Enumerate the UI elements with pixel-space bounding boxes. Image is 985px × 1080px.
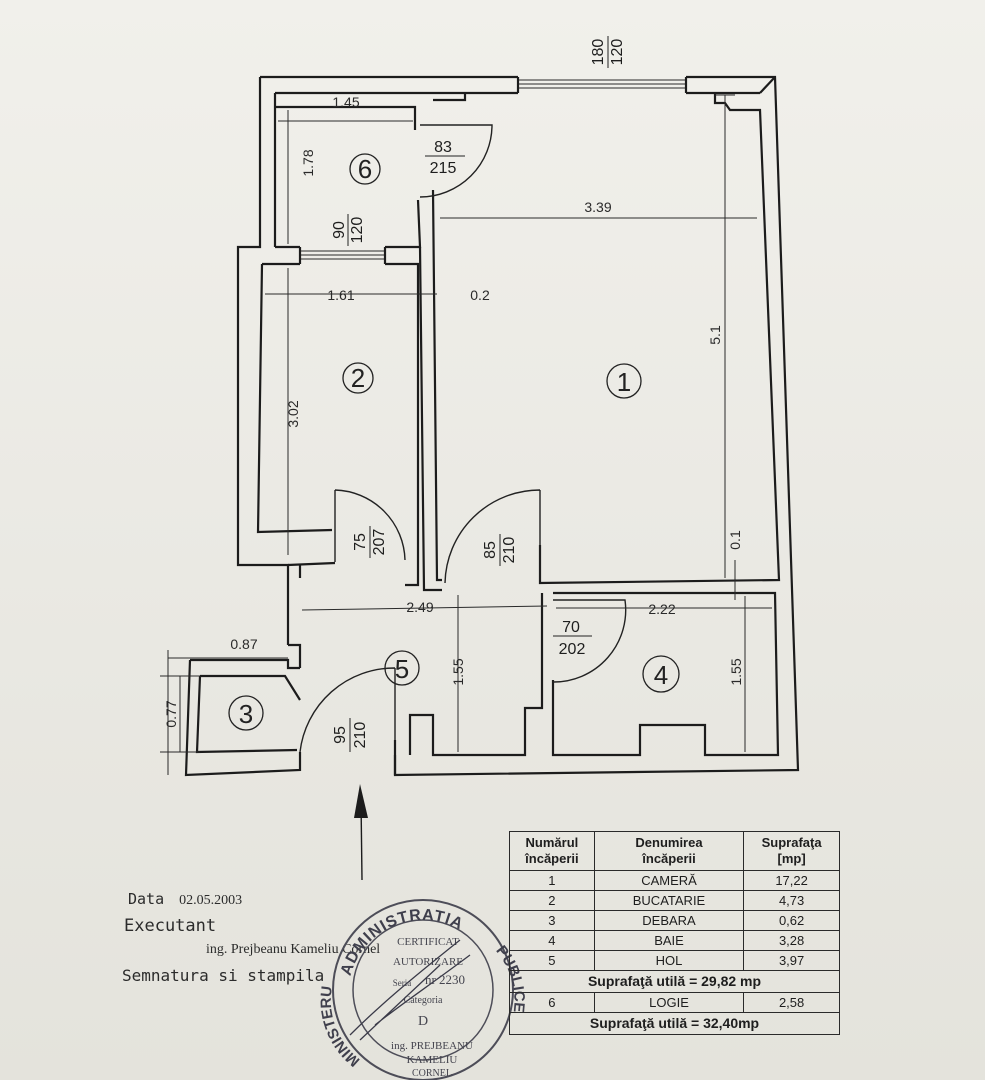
door-6-width: 83 <box>434 139 452 156</box>
dim-1-78: 1.78 <box>300 149 316 176</box>
door-entry-width: 95 <box>332 726 349 744</box>
window-6 <box>298 247 387 264</box>
header-room-area: Suprafaţa [mp] <box>743 831 840 871</box>
total-cell: Suprafaţă utilă = 32,40mp <box>509 1012 840 1035</box>
table-row: 2 BUCATARIE 4,73 <box>509 890 840 911</box>
stamp-name1: ing. PREJBEANU <box>391 1040 473 1052</box>
door-4-height: 202 <box>559 641 586 658</box>
dim-1-45: 1.45 <box>332 94 359 110</box>
dim-0-77: 0.77 <box>163 700 179 727</box>
executant-label: Executant <box>124 916 217 936</box>
cell-number: 6 <box>509 992 595 1013</box>
dim-5-1: 5.1 <box>707 325 723 345</box>
door-4-width: 70 <box>562 619 580 636</box>
door-1-width: 85 <box>482 541 499 559</box>
room-label-1: 1 <box>617 367 631 397</box>
cell-number: 1 <box>509 870 595 891</box>
cell-area: 17,22 <box>743 870 840 891</box>
subtotal-row: Suprafaţă utilă = 29,82 mp <box>509 970 840 993</box>
table-row: 6 LOGIE 2,58 <box>509 992 840 1013</box>
cell-name: HOL <box>593 950 745 971</box>
cell-number: 5 <box>509 950 595 971</box>
room-label-2: 2 <box>351 363 365 393</box>
cell-area: 3,28 <box>743 930 840 951</box>
room-label-6: 6 <box>358 154 372 184</box>
official-stamp: ADMINISTRATIA MINISTERU PUBLICE CERTIFIC… <box>320 899 525 1080</box>
cell-name: CAMERĂ <box>593 870 745 891</box>
cell-number: 2 <box>509 890 595 911</box>
door-6-height: 215 <box>430 160 457 177</box>
stamp-name3: CORNEL <box>412 1068 452 1079</box>
door-2-height: 207 <box>371 529 388 556</box>
header-room-number: Numărul încăperii <box>509 831 595 871</box>
date-label: Data <box>128 890 165 908</box>
stamp-line1: CERTIFICAT <box>397 936 459 948</box>
dim-1-61: 1.61 <box>327 287 354 303</box>
cell-area: 0,62 <box>743 910 840 931</box>
header-room-name: Denumirea încăperii <box>593 831 745 871</box>
date-value: 02.05.2003 <box>179 893 243 908</box>
cell-area: 2,58 <box>743 992 840 1013</box>
dim-1-55-hall: 1.55 <box>450 658 466 685</box>
table-row: 4 BAIE 3,28 <box>509 930 840 951</box>
stamp-serial: Seria <box>393 978 412 988</box>
signature-scribble <box>349 939 471 1041</box>
door-2-width: 75 <box>352 533 369 551</box>
room-areas-table: Numărul încăperii Denumirea încăperii Su… <box>509 831 840 1035</box>
dimension-texts: 1.45 1.78 3.39 5.1 1.61 0.2 3.02 0.1 2.4… <box>163 94 744 728</box>
dim-1-55-bath: 1.55 <box>728 658 744 685</box>
window-top-sill: 120 <box>609 39 626 66</box>
table-row: 5 HOL 3,97 <box>509 950 840 971</box>
cell-name: LOGIE <box>593 992 745 1013</box>
room-labels: 6 2 1 3 5 4 <box>228 153 680 731</box>
dim-2-22: 2.22 <box>648 601 675 617</box>
table-header-row: Numărul încăperii Denumirea încăperii Su… <box>509 831 840 871</box>
stamp-line2: AUTORIZARE <box>393 956 463 968</box>
room-label-4: 4 <box>654 660 668 690</box>
table-row: 1 CAMERĂ 17,22 <box>509 870 840 891</box>
window-top-height: 180 <box>590 39 607 66</box>
entry-arrow <box>354 784 368 881</box>
dimension-lines <box>160 94 772 775</box>
cell-name: BUCATARIE <box>593 890 745 911</box>
stamp-name2: KAMELIU <box>407 1054 458 1066</box>
cell-number: 3 <box>509 910 595 931</box>
stamp-number: nr 2230 <box>425 972 465 987</box>
cell-area: 3,97 <box>743 950 840 971</box>
signature-label: Semnatura si stampila <box>122 966 325 985</box>
stamp-cat-label: Categoria <box>404 995 443 1006</box>
room-label-3: 3 <box>239 699 253 729</box>
engineer-name: ing. Prejbeanu Kameliu Cornel <box>206 942 381 957</box>
dim-0-87: 0.87 <box>230 636 257 652</box>
date-line: Data 02.05.2003 <box>128 890 242 909</box>
door-1-height: 210 <box>501 537 518 564</box>
dim-0-2: 0.2 <box>470 287 490 303</box>
window-top <box>516 77 688 93</box>
window-6-width: 90 <box>331 221 348 239</box>
walls <box>184 75 800 777</box>
table-row: 3 DEBARA 0,62 <box>509 910 840 931</box>
cell-name: BAIE <box>593 930 745 951</box>
dim-3-02: 3.02 <box>285 400 301 427</box>
door-swings <box>299 124 627 753</box>
cell-name: DEBARA <box>593 910 745 931</box>
dim-0-1: 0.1 <box>727 530 743 550</box>
window-6-sill: 120 <box>349 217 366 244</box>
total-row: Suprafaţă utilă = 32,40mp <box>509 1012 840 1035</box>
door-entry-height: 210 <box>352 722 369 749</box>
stamp-cat-value: D <box>418 1014 428 1029</box>
cell-number: 4 <box>509 930 595 951</box>
opening-labels: 180 120 83 215 90 120 75 207 85 210 70 2… <box>331 36 626 752</box>
dim-2-49: 2.49 <box>406 599 433 615</box>
subtotal-cell: Suprafaţă utilă = 29,82 mp <box>509 970 840 993</box>
cell-area: 4,73 <box>743 890 840 911</box>
dim-3-39: 3.39 <box>584 199 611 215</box>
room-label-5: 5 <box>395 654 409 684</box>
